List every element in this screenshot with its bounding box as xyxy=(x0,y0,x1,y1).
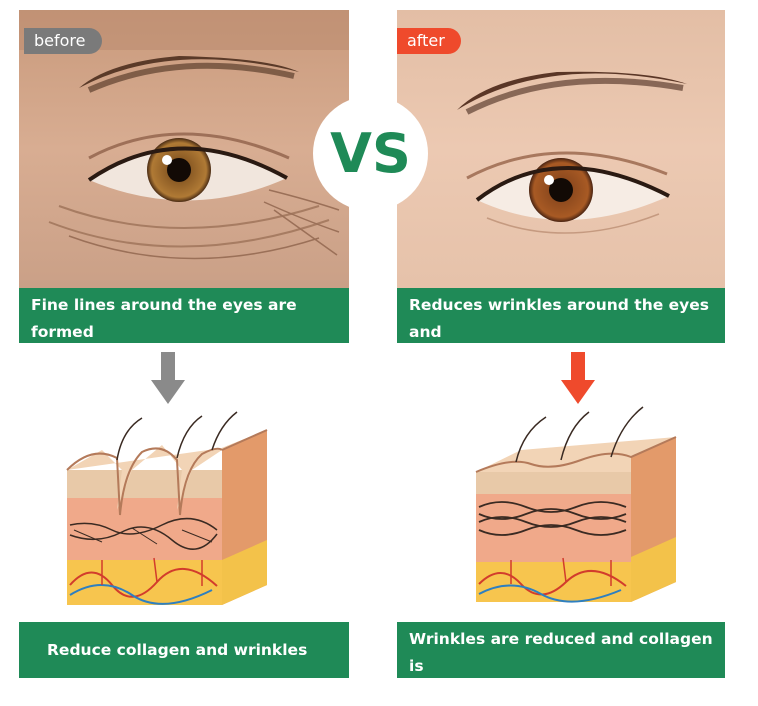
after-bottom-caption-line1: Wrinkles are reduced and collagen is xyxy=(409,630,713,675)
vs-badge: VS xyxy=(313,96,428,211)
before-skin-diagram xyxy=(66,411,268,605)
after-caption-line1: Reduces wrinkles around the eyes and xyxy=(409,296,709,341)
before-caption-line2: and the texture is obvious xyxy=(31,350,262,368)
after-bottom-caption-line2: filled with supple muscles xyxy=(409,684,636,702)
after-tag: after xyxy=(397,28,461,54)
before-bottom-caption: Reduce collagen and wrinkles xyxy=(19,622,349,678)
arrow-down-red-icon xyxy=(561,352,595,404)
after-bottom-caption: Wrinkles are reduced and collagen is fil… xyxy=(397,622,725,702)
after-skin-diagram xyxy=(475,406,677,603)
before-caption: Fine lines around the eyes are formed an… xyxy=(19,288,349,368)
before-eye-photo xyxy=(19,10,349,288)
before-bottom-caption-text: Reduce collagen and wrinkles xyxy=(47,640,308,659)
after-eye-photo xyxy=(397,10,725,288)
arrow-down-gray-icon xyxy=(151,352,185,404)
before-caption-line1: Fine lines around the eyes are formed xyxy=(31,296,297,341)
before-tag: before xyxy=(24,28,102,54)
after-caption: Reduces wrinkles around the eyes and tig… xyxy=(397,288,725,368)
after-caption-line2: tightens the skin xyxy=(409,350,558,368)
